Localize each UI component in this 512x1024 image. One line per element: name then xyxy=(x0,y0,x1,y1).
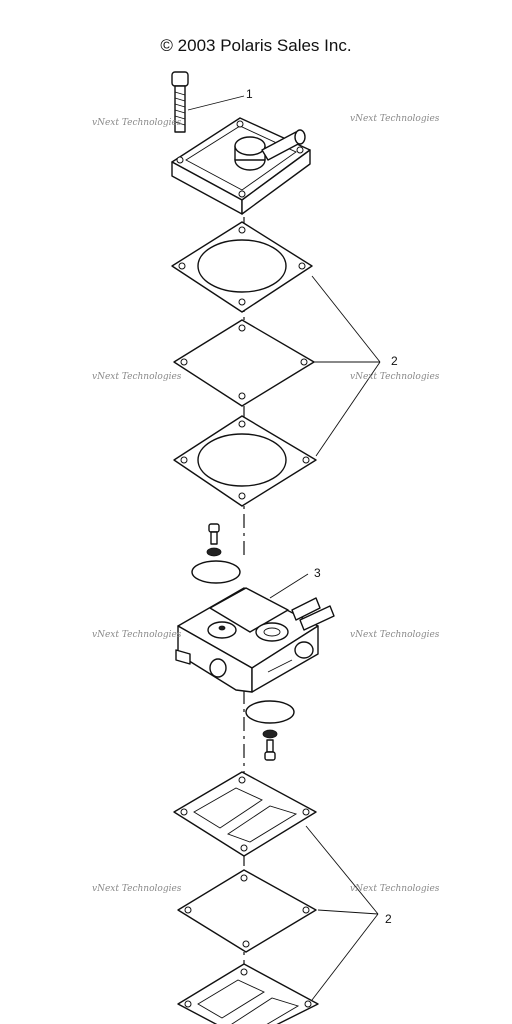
watermark-3: vNext Technologies xyxy=(92,372,182,382)
screw-washer-upper xyxy=(191,523,241,584)
callout-3: 3 xyxy=(314,566,321,580)
pump-body-part xyxy=(175,587,335,693)
watermark-6: vNext Technologies xyxy=(350,630,440,640)
watermark-5: vNext Technologies xyxy=(92,630,182,640)
copyright-text: © 2003 Polaris Sales Inc. xyxy=(160,36,352,55)
watermark-8: vNext Technologies xyxy=(350,884,440,894)
callout-2-lower: 2 xyxy=(385,912,392,926)
gasket-lower-2 xyxy=(177,963,319,1024)
gasket-upper-1 xyxy=(171,221,313,313)
callout-1: 1 xyxy=(246,87,253,101)
top-cover-part xyxy=(171,117,311,215)
screw-washer-lower xyxy=(245,700,295,761)
watermark-2: vNext Technologies xyxy=(350,114,440,124)
gasket-lower-1 xyxy=(173,771,317,857)
callout-2-upper: 2 xyxy=(391,354,398,368)
diaphragm-lower xyxy=(177,869,317,953)
gasket-upper-2 xyxy=(173,415,317,507)
leader-lines xyxy=(187,95,381,1001)
bolt-part xyxy=(171,71,189,133)
watermark-7: vNext Technologies xyxy=(92,884,182,894)
diaphragm-upper xyxy=(173,319,315,407)
watermark-1: vNext Technologies xyxy=(92,118,182,128)
watermark-4: vNext Technologies xyxy=(350,372,440,382)
